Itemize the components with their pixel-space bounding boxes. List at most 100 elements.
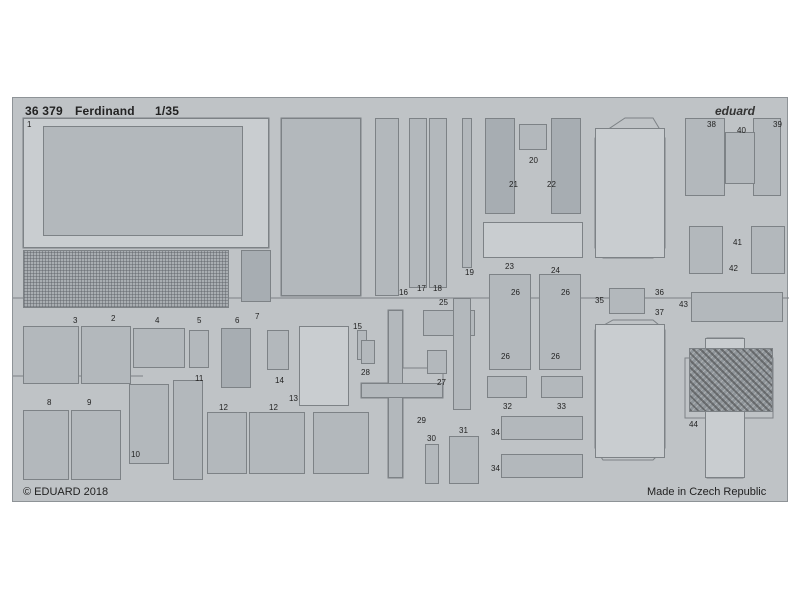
part-3-plate: [23, 326, 79, 384]
part-number: 26: [501, 352, 510, 361]
part-number: 30: [427, 434, 436, 443]
part-25-leg: [453, 298, 471, 410]
part-number: 36: [655, 288, 664, 297]
part-1-inner-panel: [43, 126, 243, 236]
part-number: 34: [491, 428, 500, 437]
part-number: 19: [465, 268, 474, 277]
part-12-bracket-a: [207, 412, 247, 474]
part-29-crossbar: [361, 383, 443, 398]
photo-etch-fret: 36 379 Ferdinand 1/35 eduard © EDUARD 20…: [12, 97, 789, 502]
part-mesh-grille: [23, 250, 229, 308]
part-number: 12: [219, 403, 228, 412]
part-number: 40: [737, 126, 746, 135]
part-12-bracket-c: [313, 412, 369, 474]
part-number: 43: [679, 300, 688, 309]
part-5-strip: [189, 330, 209, 368]
part-number: 24: [551, 266, 560, 275]
part-number: 7: [255, 312, 260, 321]
part-number: 26: [511, 288, 520, 297]
part-number: 17: [417, 284, 426, 293]
part-41-clamp: [689, 226, 723, 274]
part-44-textured-insert: [689, 348, 773, 412]
part-11-strip: [173, 380, 203, 480]
part-number: 32: [503, 402, 512, 411]
part-number: 29: [417, 416, 426, 425]
part-26-hinges-right: [539, 274, 581, 370]
part-19-rod: [462, 118, 472, 268]
part-number: 4: [155, 316, 160, 325]
part-number: 31: [459, 426, 468, 435]
part-23-24-clamps: [483, 222, 583, 258]
part-2-plate: [81, 326, 131, 384]
part-22-track-guard: [551, 118, 581, 214]
part-28-clip: [361, 340, 375, 364]
part-number: 26: [561, 288, 570, 297]
part-12-bracket-b: [249, 412, 305, 474]
part-26-hinges-left: [489, 274, 531, 370]
part-number: 34: [491, 464, 500, 473]
part-14-hinge: [267, 330, 289, 370]
part-4-strips: [133, 328, 185, 368]
part-32-clips: [487, 376, 527, 398]
part-6-bracket: [241, 250, 271, 302]
part-number: 11: [195, 374, 204, 383]
part-18-strip: [429, 118, 447, 288]
part-40-frame: [725, 132, 755, 184]
part-17-strip: [409, 118, 427, 288]
part-number: 3: [73, 316, 78, 325]
part-number: 35: [595, 296, 604, 305]
part-number: 2: [111, 314, 116, 323]
part-13-shovel: [299, 326, 349, 406]
part-35-strips: [609, 288, 645, 314]
part-number: 41: [733, 238, 742, 247]
part-number: 42: [729, 264, 738, 273]
part-21-track-guard: [485, 118, 515, 214]
part-number: 1: [27, 120, 32, 129]
part-16-strip: [375, 118, 399, 296]
part-number: 14: [275, 376, 284, 385]
part-7-rear-plate: [281, 118, 361, 296]
part-number: 15: [353, 322, 362, 331]
part-31-hinge: [449, 436, 479, 484]
part-number: 39: [773, 120, 782, 129]
part-number: 8: [47, 398, 52, 407]
part-number: 22: [547, 180, 556, 189]
part-number: 44: [689, 420, 698, 429]
part-27-bracket: [427, 350, 447, 374]
part-34-row-b: [501, 454, 583, 478]
part-30-clip: [425, 444, 439, 484]
part-33-clips: [541, 376, 583, 398]
part-8-frame: [23, 410, 69, 480]
part-number: 16: [399, 288, 408, 297]
kit-scale: 1/35: [155, 104, 180, 118]
part-number: 20: [529, 156, 538, 165]
part-number: 18: [433, 284, 442, 293]
part-number: 38: [707, 120, 716, 129]
part-36-panel: [595, 128, 665, 258]
part-number: 33: [557, 402, 566, 411]
part-9-frame: [71, 410, 121, 480]
part-number: 23: [505, 262, 514, 271]
part-number: 9: [87, 398, 92, 407]
part-42-clamp: [751, 226, 785, 274]
part-43-clips: [691, 292, 783, 322]
part-number: 27: [437, 378, 446, 387]
kit-title: Ferdinand: [75, 104, 135, 118]
part-number: 12: [269, 403, 278, 412]
part-number: 13: [289, 394, 298, 403]
part-number: 21: [509, 180, 518, 189]
part-number: 10: [131, 450, 140, 459]
part-number: 37: [655, 308, 664, 317]
copyright-text: © EDUARD 2018: [23, 486, 109, 498]
part-39-bracket: [753, 118, 781, 196]
part-34-row-a: [501, 416, 583, 440]
part-number: 5: [197, 316, 202, 325]
brand-logo: eduard: [715, 104, 756, 118]
part-10-frame: [129, 384, 169, 464]
set-number: 36 379: [25, 104, 63, 118]
part-number: 25: [439, 298, 448, 307]
part-number: 28: [361, 368, 370, 377]
part-number: 26: [551, 352, 560, 361]
part-38-bracket: [685, 118, 725, 196]
part-6-cover: [221, 328, 251, 388]
